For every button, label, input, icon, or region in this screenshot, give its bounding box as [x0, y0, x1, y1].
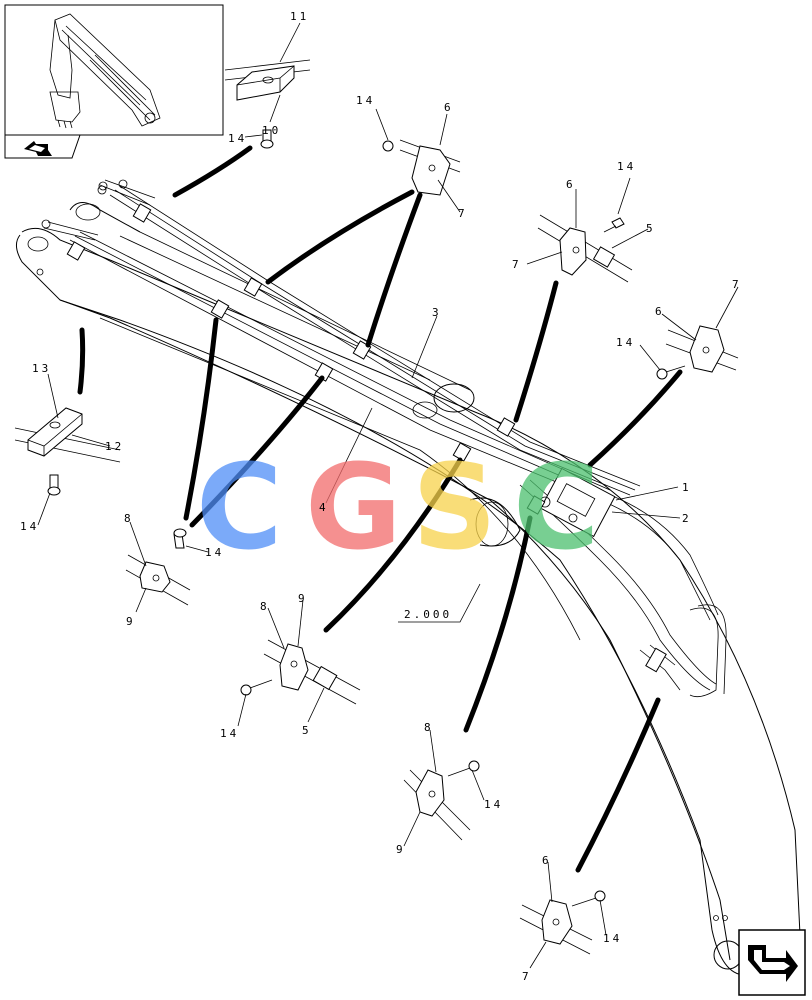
callout-2: 2: [682, 512, 692, 525]
callout-8-c: 8: [424, 721, 434, 734]
callout-14-g: 14: [220, 727, 239, 740]
watermark-letter-s: S: [412, 438, 497, 576]
callout-12: 12: [105, 440, 124, 453]
callout-14-f: 14: [205, 546, 224, 559]
callout-14-a: 14: [228, 132, 247, 145]
watermark-letter-g: G: [305, 438, 402, 576]
callout-13: 13: [32, 362, 51, 375]
callout-7-b: 7: [512, 258, 522, 271]
callout-14-b: 14: [356, 94, 375, 107]
previous-page-arrow-icon[interactable]: [24, 141, 52, 156]
callout-4: 4: [319, 501, 329, 514]
callout-5-b: 5: [302, 724, 312, 737]
callout-7-a: 7: [458, 207, 468, 220]
leader-lines: [77, 145, 683, 873]
callout-9-a: 9: [126, 615, 136, 628]
callout-14-h: 14: [484, 798, 503, 811]
callout-1: 1: [682, 481, 692, 494]
callout-7-d: 7: [522, 970, 532, 983]
callout-8-b: 8: [260, 600, 270, 613]
next-page-arrow-icon[interactable]: [738, 929, 806, 996]
clamp-12-13-detail: [14, 407, 121, 496]
callout-14-d: 14: [616, 336, 635, 349]
callout-3: 3: [432, 306, 442, 319]
boom-assembly: [16, 179, 801, 976]
callout-9-c: 9: [396, 843, 406, 856]
watermark-letter-c1: C: [196, 438, 283, 576]
watermark-letter-c2: C: [513, 438, 600, 576]
reference-number: 2.000: [404, 608, 452, 621]
clamp-6-7-detail-right: [537, 214, 633, 283]
callout-8-a: 8: [124, 512, 134, 525]
callout-7-c: 7: [732, 278, 742, 291]
callout-leaders: [37, 22, 739, 969]
callout-14-i: 14: [603, 932, 622, 945]
callout-10: 10: [262, 124, 281, 137]
callout-labels: 11 10 14 14 6 7 14 6 5 7 7 6 14 3 13 12 …: [20, 10, 742, 983]
clamp-10-11-detail: [224, 59, 311, 101]
callout-6-c: 6: [655, 305, 665, 318]
clamp-8-9-detail-left: [125, 528, 191, 606]
callout-9-b: 9: [298, 592, 308, 605]
callout-14-e: 14: [20, 520, 39, 533]
clamp-8-9-detail-middle: [240, 639, 361, 705]
clamp-6-7-detail-far-right: [656, 325, 739, 380]
bolt-14-top: [260, 129, 274, 149]
clamp-8-9-detail-lower: [403, 760, 480, 841]
thumbnail-panel[interactable]: [4, 4, 224, 159]
callout-5-a: 5: [646, 222, 656, 235]
clamp-6-7-detail-bottom: [519, 890, 606, 955]
watermark-cgsc: C G S C: [196, 438, 600, 576]
excavator-arm-thumbnail: [49, 13, 161, 129]
clamp-6-7-detail-top: [382, 139, 461, 196]
callout-11: 11: [290, 10, 309, 23]
callout-14-c: 14: [617, 160, 636, 173]
callout-6-b: 6: [566, 178, 576, 191]
callout-6-d: 6: [542, 854, 552, 867]
callout-6-a: 6: [444, 101, 454, 114]
